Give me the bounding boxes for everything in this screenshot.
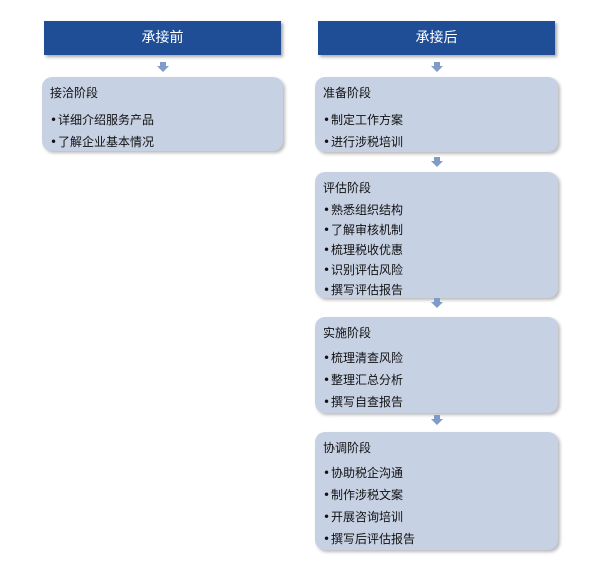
down-arrow-icon	[431, 157, 443, 167]
list-item: •撰写自查报告	[323, 391, 550, 413]
list-item: •梳理税收优惠	[323, 240, 550, 260]
list-item: •进行涉税培训	[323, 131, 550, 153]
bullet-icon: •	[323, 488, 331, 502]
list-item: •详细介绍服务产品	[50, 109, 275, 131]
list-item: •梳理清查风险	[323, 347, 550, 369]
bullet-icon: •	[323, 135, 331, 149]
list-item: •制作涉税文案	[323, 484, 550, 506]
stage-card-implement: 实施阶段 •梳理清查风险 •整理汇总分析 •撰写自查报告	[315, 317, 558, 413]
down-arrow-icon	[431, 298, 443, 308]
header-before: 承接前	[44, 21, 281, 55]
bullet-icon: •	[323, 373, 331, 387]
bullet-icon: •	[323, 243, 331, 257]
list-item: •协助税企沟通	[323, 462, 550, 484]
list-item: •了解审核机制	[323, 220, 550, 240]
stage-card-assess: 评估阶段 •熟悉组织结构 •了解审核机制 •梳理税收优惠 •识别评估风险 •撰写…	[315, 172, 558, 298]
stage-title: 协调阶段	[323, 441, 372, 455]
list-item: •撰写后评估报告	[323, 528, 550, 550]
bullet-icon: •	[323, 263, 331, 277]
stage-card-contact: 接洽阶段 •详细介绍服务产品 •了解企业基本情况	[42, 77, 283, 151]
list-item: •开展咨询培训	[323, 506, 550, 528]
stage-card-prepare: 准备阶段 •制定工作方案 •进行涉税培训	[315, 77, 558, 152]
list-item: •撰写评估报告	[323, 280, 550, 300]
bullet-icon: •	[323, 466, 331, 480]
list-item: •熟悉组织结构	[323, 200, 550, 220]
bullet-icon: •	[323, 113, 331, 127]
down-arrow-icon	[431, 415, 443, 425]
down-arrow-icon	[431, 62, 443, 72]
stage-title: 接洽阶段	[50, 86, 99, 100]
stage-card-coordinate: 协调阶段 •协助税企沟通 •制作涉税文案 •开展咨询培训 •撰写后评估报告	[315, 432, 558, 550]
list-item: •整理汇总分析	[323, 369, 550, 391]
bullet-icon: •	[323, 510, 331, 524]
list-item: •了解企业基本情况	[50, 131, 275, 153]
bullet-icon: •	[323, 283, 331, 297]
bullet-icon: •	[323, 351, 331, 365]
stage-title: 评估阶段	[323, 181, 372, 195]
header-after: 承接后	[318, 21, 555, 55]
list-item: •制定工作方案	[323, 109, 550, 131]
list-item: •识别评估风险	[323, 260, 550, 280]
bullet-icon: •	[323, 395, 331, 409]
bullet-icon: •	[323, 223, 331, 237]
bullet-icon: •	[50, 113, 58, 127]
stage-title: 实施阶段	[323, 326, 372, 340]
bullet-icon: •	[323, 203, 331, 217]
down-arrow-icon	[157, 62, 169, 72]
bullet-icon: •	[323, 532, 331, 546]
bullet-icon: •	[50, 135, 58, 149]
stage-title: 准备阶段	[323, 86, 372, 100]
